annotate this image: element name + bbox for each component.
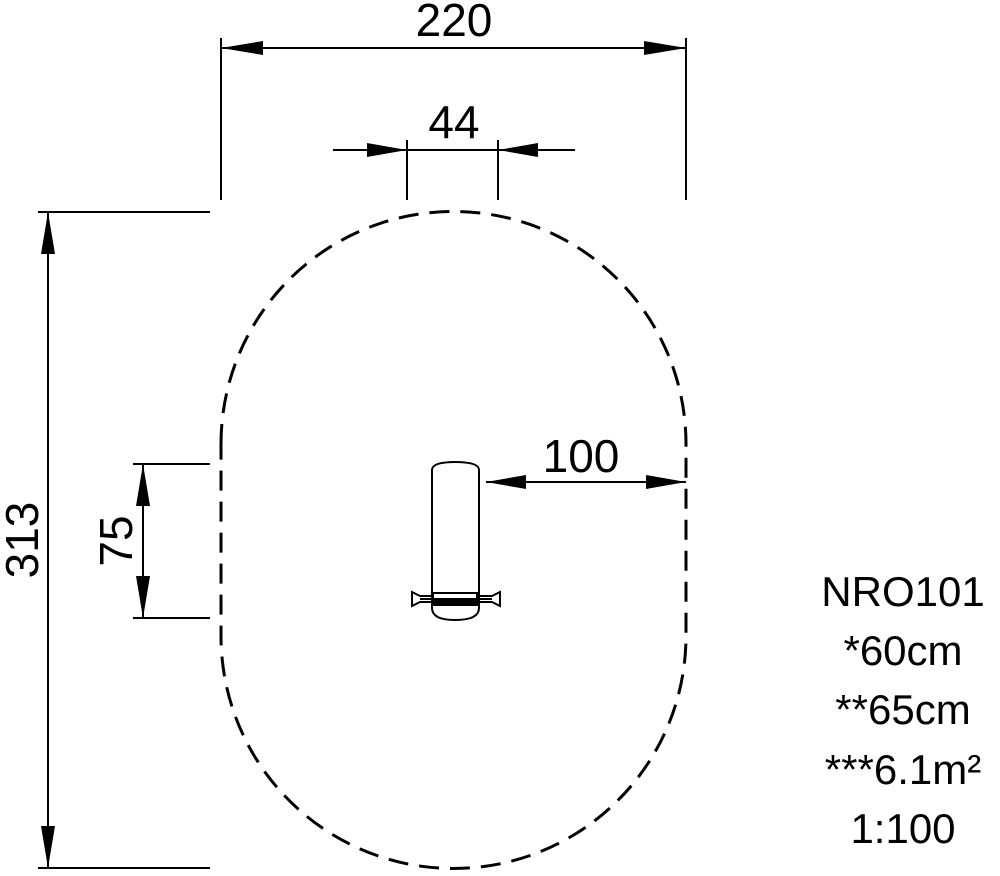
- dimension-220: 220: [220, 0, 687, 200]
- arrow-left-icon: [498, 143, 538, 157]
- dimension-44: 44: [333, 96, 575, 200]
- arrow-left-icon: [486, 475, 526, 489]
- spec-line-1: *60cm: [843, 627, 962, 674]
- specs-block: NRO101 *60cm **65cm ***6.1m² 1:100: [821, 568, 984, 852]
- arrow-up-icon: [41, 212, 55, 254]
- arrow-down-icon: [136, 576, 150, 618]
- dimension-220-label: 220: [416, 0, 493, 46]
- spec-line-3: ***6.1m²: [825, 746, 981, 793]
- dimension-44-label: 44: [428, 96, 479, 148]
- equipment-symbol: [411, 460, 501, 622]
- dimension-75-label: 75: [90, 515, 142, 566]
- dimension-75: 75: [90, 463, 210, 619]
- arrow-right-icon: [644, 41, 686, 55]
- arrow-left-icon: [221, 41, 263, 55]
- dimension-100-label: 100: [543, 430, 620, 482]
- scale-label: 1:100: [850, 805, 955, 852]
- arrow-up-icon: [136, 464, 150, 506]
- model-code: NRO101: [821, 568, 984, 615]
- arrow-down-icon: [41, 826, 55, 868]
- dimension-313: 313: [0, 211, 210, 869]
- spec-line-2: **65cm: [835, 686, 970, 733]
- arrow-right-icon: [646, 475, 686, 489]
- safety-area-outline: [219, 210, 688, 870]
- arrow-right-icon: [367, 143, 407, 157]
- dimension-100: 100: [486, 430, 686, 489]
- dimension-313-label: 313: [0, 502, 48, 579]
